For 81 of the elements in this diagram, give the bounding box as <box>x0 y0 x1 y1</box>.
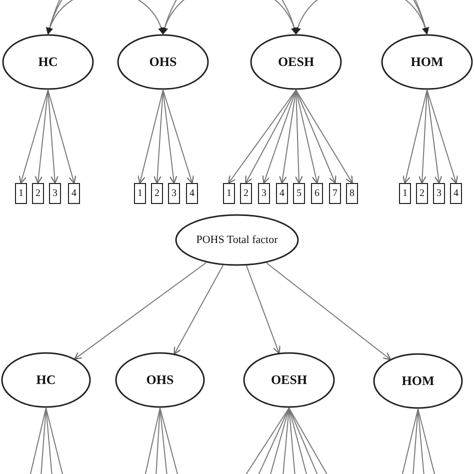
loading-arrow <box>34 90 48 184</box>
loading-arrow <box>296 90 336 184</box>
factor-ellipse <box>243 352 335 408</box>
indicator-box: 4 <box>276 182 288 204</box>
line <box>418 408 424 474</box>
loading-arrow <box>162 90 178 184</box>
line <box>156 408 160 474</box>
loading-arrow <box>262 90 296 184</box>
indicator-box: 3 <box>433 182 445 204</box>
indicator-box: 1 <box>134 182 146 204</box>
loading-arrow <box>48 90 59 184</box>
indicator-box: 1 <box>399 182 411 204</box>
line <box>46 408 52 474</box>
line <box>418 408 436 474</box>
loading-arrow <box>296 90 353 184</box>
loading-arrow <box>153 90 164 184</box>
indicator-box: 6 <box>311 182 323 204</box>
loading-arrow <box>426 90 442 184</box>
line <box>288 408 296 474</box>
loading-arrow <box>296 90 320 184</box>
factor-label: OHS <box>149 54 177 70</box>
indicator-box: 5 <box>293 182 305 204</box>
factor-label: HOM <box>410 54 444 70</box>
indicator-box: 4 <box>450 182 462 204</box>
loading-arrow <box>228 90 296 184</box>
factor-label: HC <box>36 372 56 388</box>
factor-ellipse <box>117 34 209 90</box>
line <box>30 408 46 474</box>
line <box>288 408 308 474</box>
line <box>402 408 418 474</box>
factor-label: POHS Total factor <box>196 234 278 246</box>
arrow <box>266 262 391 360</box>
loading-arrow <box>18 90 48 184</box>
loading-arrow <box>245 90 296 184</box>
line <box>282 408 290 474</box>
loading-arrow <box>162 90 194 184</box>
indicator-box: 7 <box>329 182 341 204</box>
factor-ellipse <box>381 34 473 90</box>
factor-label: OESH <box>278 54 314 70</box>
line <box>160 408 168 474</box>
indicator-box: 3 <box>168 182 180 204</box>
indicator-box: 1 <box>15 182 27 204</box>
factor-label: OESH <box>270 372 308 388</box>
line <box>270 408 290 474</box>
factor-ellipse <box>175 214 299 266</box>
arrow <box>174 264 224 355</box>
indicator-box: 2 <box>151 182 163 204</box>
indicator-box: 2 <box>240 182 252 204</box>
loading-arrow <box>402 90 428 184</box>
line <box>288 408 318 474</box>
line <box>244 408 290 474</box>
line <box>160 408 178 474</box>
factor-ellipse <box>1 352 91 408</box>
line <box>288 408 328 474</box>
indicator-box: 1 <box>223 182 235 204</box>
loading-arrow <box>278 90 296 184</box>
indicator-box: 8 <box>346 182 358 204</box>
indicator-box: 4 <box>68 182 80 204</box>
indicator-box: 3 <box>49 182 61 204</box>
indicator-box: 2 <box>416 182 428 204</box>
correlation-arrow <box>46 0 428 35</box>
arrow <box>74 262 207 360</box>
loading-arrow <box>418 90 428 184</box>
factor-ellipse <box>115 352 205 408</box>
line <box>258 408 290 474</box>
line <box>144 408 160 474</box>
indicator-box: 2 <box>32 182 44 204</box>
indicator-box: 4 <box>186 182 198 204</box>
loading-arrow <box>138 90 164 184</box>
factor-ellipse <box>373 353 463 409</box>
factor-ellipse <box>2 34 94 90</box>
factor-ellipse <box>250 34 342 90</box>
indicator-box: 3 <box>258 182 270 204</box>
loading-arrow <box>294 90 303 184</box>
factor-label: OHS <box>146 372 174 388</box>
loading-arrow <box>426 90 458 184</box>
loading-arrow <box>48 90 76 184</box>
arrow <box>246 265 280 354</box>
line <box>46 408 64 474</box>
factor-label: HC <box>38 54 58 70</box>
factor-label: HOM <box>402 374 434 388</box>
